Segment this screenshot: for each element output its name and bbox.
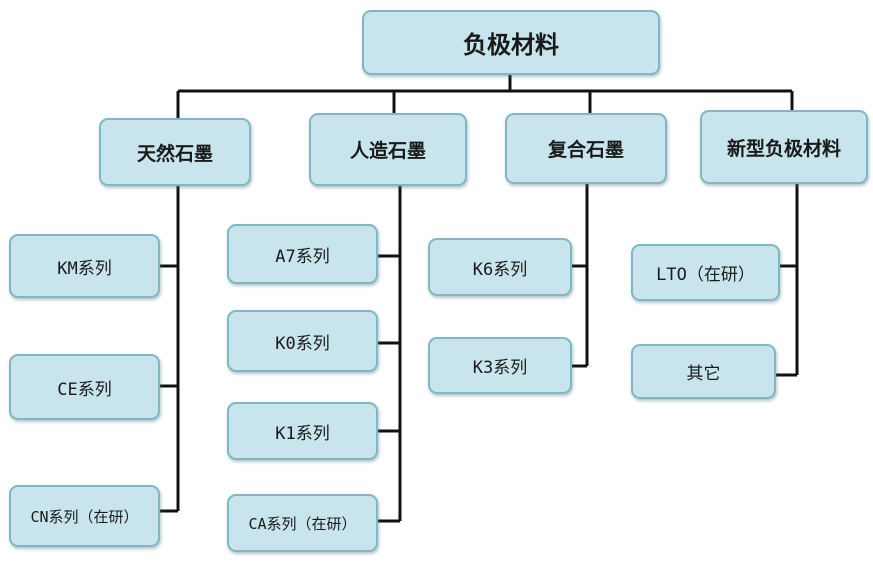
category-composite-graphite: 复合石墨: [505, 113, 667, 184]
item-label: CE系列: [57, 379, 112, 400]
root-node: 负极材料: [362, 10, 660, 75]
item-k0-series: K0系列: [227, 310, 378, 372]
item-ca-series: CA系列（在研）: [227, 494, 378, 552]
category-artificial-graphite: 人造石墨: [309, 113, 467, 186]
item-label: K3系列: [472, 358, 528, 378]
item-k1-series: K1系列: [227, 402, 378, 460]
item-ce-series: CE系列: [9, 354, 160, 420]
item-label: K0系列: [275, 333, 330, 354]
item-label: KM系列: [57, 258, 112, 279]
category-new-anode-materials: 新型负极材料: [700, 110, 868, 184]
item-km-series: KM系列: [9, 234, 160, 298]
item-label: CA系列（在研）: [248, 514, 357, 533]
category-label: 复合石墨: [547, 139, 624, 161]
category-label: 新型负极材料: [726, 137, 841, 160]
category-label: 人造石墨: [349, 140, 426, 162]
item-lto: LTO（在研）: [631, 244, 780, 301]
item-label: CN系列（在研）: [30, 507, 139, 526]
item-label: A7系列: [275, 246, 330, 267]
item-k6-series: K6系列: [428, 238, 572, 296]
item-label: K1系列: [275, 423, 330, 444]
item-a7-series: A7系列: [227, 224, 378, 284]
item-others: 其它: [631, 344, 776, 399]
item-label: K6系列: [472, 259, 528, 280]
item-cn-series: CN系列（在研）: [9, 485, 160, 547]
item-label: 其它: [686, 364, 721, 384]
item-k3-series: K3系列: [428, 337, 572, 394]
root-label: 负极材料: [463, 31, 559, 59]
category-label: 天然石墨: [136, 142, 213, 165]
category-natural-graphite: 天然石墨: [99, 118, 251, 186]
item-label: LTO（在研）: [656, 265, 755, 285]
